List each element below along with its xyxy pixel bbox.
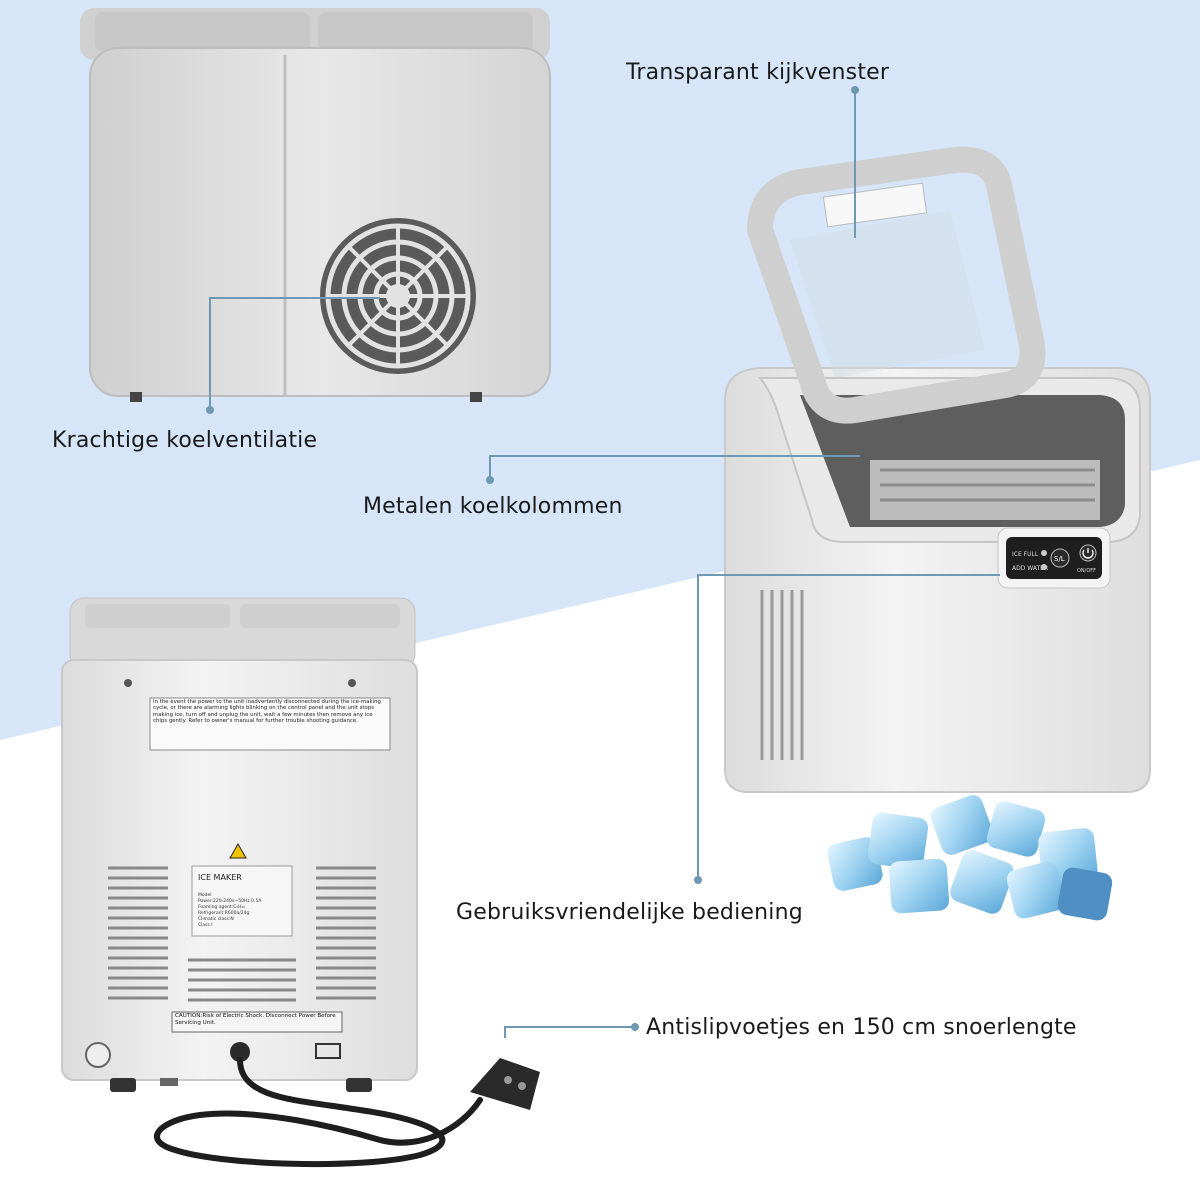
ice-maker-open-view: ICE FULL ADD WATER S/L ON/OFF: [724, 146, 1151, 793]
size-button-label: S/L: [1054, 555, 1065, 563]
ice-full-label: ICE FULL: [1012, 551, 1039, 558]
leader-lines: [209, 90, 1000, 1038]
caution-sticker: CAUTION:Risk of Electric Shock. Disconne…: [175, 1013, 336, 1026]
callout-metal-columns: Metalen koelkolommen: [363, 494, 623, 519]
add-water-label: ADD WATER: [1012, 565, 1048, 572]
rear-warning-sticker: In the event the power to the unit inadv…: [153, 699, 381, 724]
rating-plate-line: Refrigerant:R600a/24g: [198, 910, 249, 916]
power-label: ON/OFF: [1077, 568, 1096, 574]
callout-cooling-fan: Krachtige koelventilatie: [52, 428, 318, 453]
power-icon: [1082, 548, 1094, 559]
callout-feet-cord: Antislipvoetjes en 150 cm snoerlengte: [646, 1015, 1077, 1040]
power-cord: [154, 1057, 483, 1168]
rating-plate-line: Class I: [198, 922, 213, 928]
rating-plate-line: Power:220-240v~50Hz 0.5A: [198, 898, 262, 904]
rating-plate-line: Model: [198, 892, 212, 898]
ice-maker-rear-view: In the event the power to the unit inadv…: [61, 597, 418, 1092]
size-button[interactable]: [1050, 548, 1070, 568]
ice-cubes: [827, 795, 1113, 921]
rating-plate-line: Foaming agent:C₅H₁₀: [198, 904, 245, 910]
drain-plug: [85, 1042, 111, 1068]
control-panel: ICE FULL ADD WATER S/L ON/OFF: [997, 527, 1111, 589]
ice-maker-side-view: [80, 8, 551, 402]
rating-plate-title: ICE MAKER: [198, 873, 242, 882]
fan-grille: [320, 218, 476, 374]
callout-controls: Gebruiksvriendelijke bediening: [456, 900, 803, 925]
callout-viewing-window: Transparant kijkvenster: [626, 60, 890, 85]
power-plug: [470, 1058, 540, 1110]
rating-plate-line: Climatic class:N: [198, 916, 234, 922]
